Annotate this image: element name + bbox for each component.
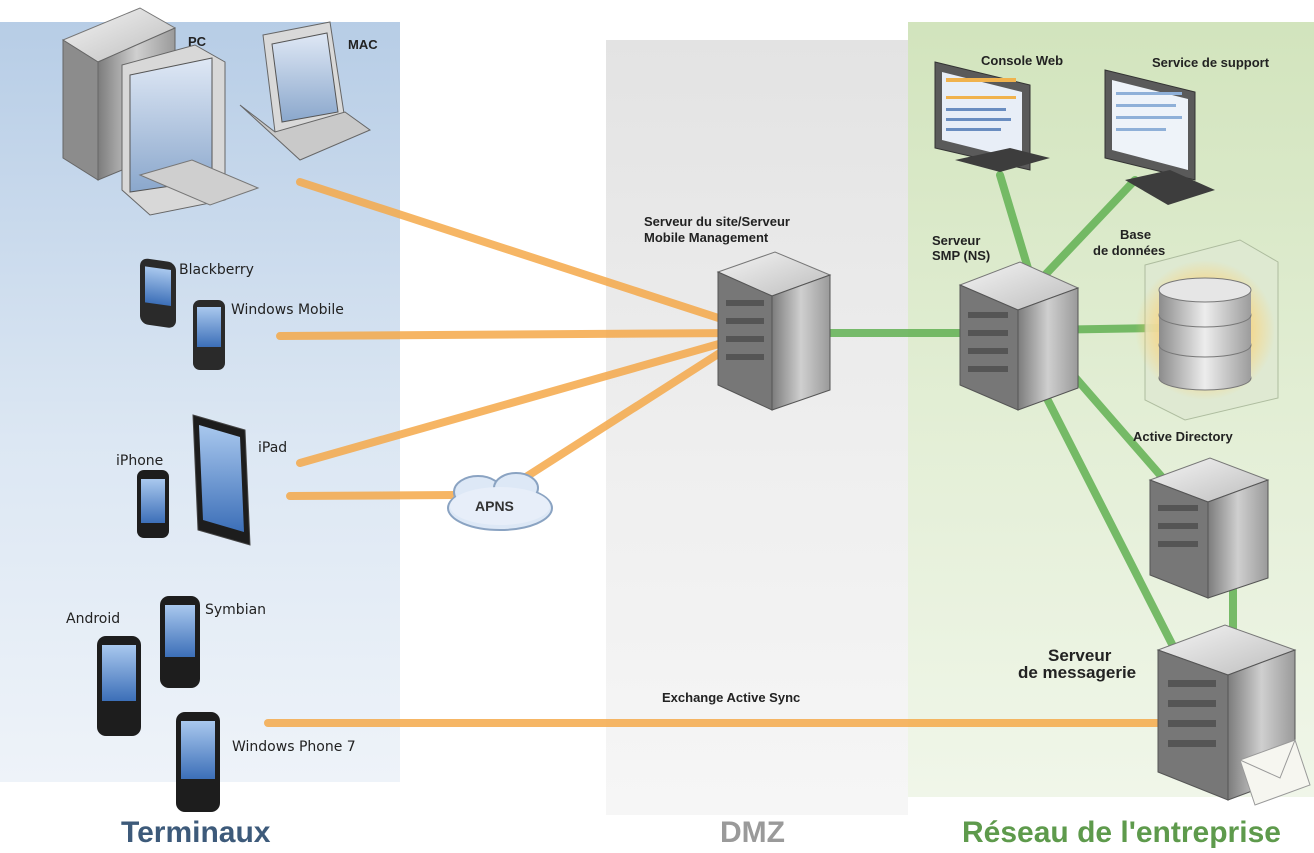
enterprise-title: Réseau de l'entreprise	[962, 816, 1281, 849]
link-apns-dmz	[511, 336, 744, 488]
pc-icon	[61, 7, 260, 216]
support-monitor-icon	[1104, 69, 1215, 205]
iphone-icon	[137, 470, 169, 538]
link-pc-dmz	[296, 178, 744, 329]
apns-cloud-icon	[447, 472, 553, 531]
apns-label: APNS	[475, 498, 514, 514]
windows-phone-icon	[176, 712, 220, 812]
link-iphone-apns	[286, 491, 459, 500]
windows-mobile-label: Windows Mobile	[231, 302, 344, 318]
symbian-label: Symbian	[205, 602, 267, 618]
dmz-title: DMZ	[720, 816, 785, 849]
blackberry-icon	[140, 258, 176, 328]
link-windows-mobile-dmz	[276, 329, 744, 340]
windows-phone-label: Windows Phone 7	[232, 739, 356, 755]
active-directory-label: Active Directory	[1133, 429, 1233, 444]
console-web-icon	[934, 61, 1050, 172]
link-smp-mail	[1031, 371, 1179, 654]
mail-server-icon	[1156, 624, 1297, 801]
smp-server-icon	[958, 261, 1080, 411]
ipad-label: iPad	[258, 440, 288, 456]
dmz-server-label-line1: Serveur du site/Serveur	[644, 214, 790, 229]
symbian-icon	[160, 596, 200, 688]
green-links	[791, 171, 1237, 659]
database-icon	[1135, 239, 1279, 421]
database-label-line1: Base	[1120, 227, 1152, 242]
link-console-smp	[996, 171, 1034, 279]
android-icon	[97, 636, 141, 736]
envelope-icon	[1239, 739, 1311, 806]
blackberry-label: Blackberry	[179, 262, 254, 278]
database-label-line2: de données	[1093, 243, 1166, 258]
orange-links	[264, 178, 1199, 727]
mail-server-label-line1: Serveur	[1048, 646, 1112, 665]
support-label: Service de support	[1152, 55, 1270, 70]
terminals-title: Terminaux	[121, 816, 271, 849]
smp-label-line1: Serveur	[932, 233, 981, 248]
link-support-smp	[1041, 176, 1139, 279]
android-label: Android	[66, 611, 121, 627]
iphone-label: iPhone	[116, 453, 164, 469]
dmz-server-icon	[716, 251, 832, 411]
dmz-zone	[606, 40, 908, 815]
active-directory-server-icon	[1148, 457, 1270, 599]
ipad-icon	[192, 414, 251, 546]
mail-server-label-line2: de messagerie	[1018, 663, 1137, 682]
windows-mobile-icon	[193, 300, 225, 370]
exchange-label: Exchange Active Sync	[662, 690, 801, 705]
mac-label: MAC	[348, 37, 378, 52]
link-ipad-dmz	[296, 334, 744, 467]
mac-icon	[239, 21, 372, 161]
pc-label: PC	[188, 34, 207, 49]
console-web-label: Console Web	[981, 53, 1064, 68]
dmz-server-label-line2: Mobile Management	[644, 230, 769, 245]
smp-label-line2: SMP (NS)	[932, 248, 991, 263]
